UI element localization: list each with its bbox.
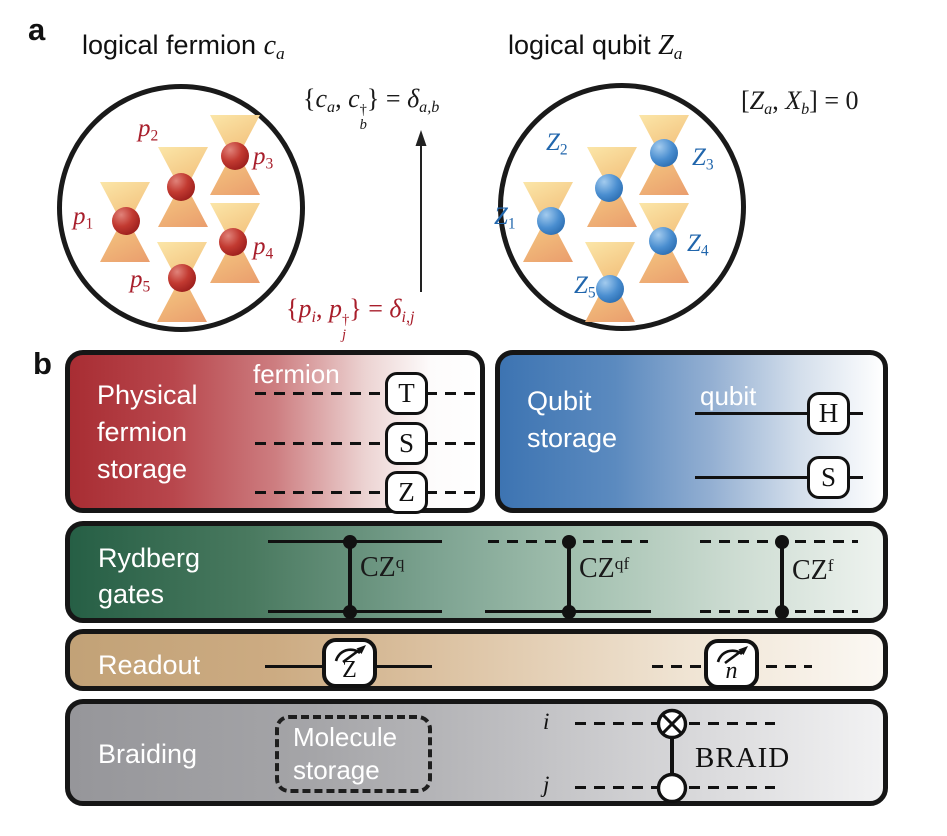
s-gate: S bbox=[807, 456, 850, 499]
qubit-storage-title: Qubit storage bbox=[527, 383, 617, 457]
particle-label: p3 bbox=[253, 143, 274, 173]
braid-control-icon bbox=[656, 772, 688, 804]
mapping-arrow-icon bbox=[415, 130, 427, 292]
fermion-particle-icon bbox=[167, 173, 195, 201]
logical-fermion-circle: p1 p2 p3 p4 p5 bbox=[57, 84, 305, 332]
cz-connector bbox=[567, 541, 571, 612]
fermion-wire bbox=[255, 392, 483, 395]
qubit-wire bbox=[695, 476, 863, 479]
title-line: Physical bbox=[97, 380, 198, 410]
fermion-anticommutator-equation: {pi, p†j} = δi,j bbox=[286, 294, 415, 343]
particle-label: p1 bbox=[73, 203, 94, 233]
czf-gate-label: CZf bbox=[792, 555, 834, 586]
qubit-particle-icon bbox=[595, 174, 623, 202]
qubit-title-text: logical qubit bbox=[508, 30, 651, 60]
fermion-storage-box: Physical fermion storage fermion T S Z bbox=[65, 350, 485, 514]
braid-connector bbox=[670, 724, 674, 788]
title-line: storage bbox=[97, 454, 188, 484]
fermion-title-math: ca bbox=[263, 30, 285, 64]
qubit-label: Z2 bbox=[546, 129, 568, 159]
braiding-title: Braiding bbox=[98, 739, 198, 769]
fermion-particle-icon bbox=[168, 264, 196, 292]
qubit-particle-icon bbox=[596, 275, 624, 303]
title-line: storage bbox=[293, 755, 380, 785]
fermion-circle-title: logical fermion ca bbox=[82, 30, 285, 64]
qubit-label: Z5 bbox=[574, 272, 596, 302]
qubit-wire-label: qubit bbox=[700, 381, 757, 411]
particle-label: p5 bbox=[130, 266, 151, 296]
panel-a-label: a bbox=[28, 12, 46, 47]
qubit-label: Z1 bbox=[494, 203, 516, 233]
title-line: Rydberg bbox=[98, 543, 201, 573]
fermion-particle-icon bbox=[219, 228, 247, 256]
fermion-title-text: logical fermion bbox=[82, 30, 257, 60]
czqf-gate-label: CZqf bbox=[579, 553, 630, 584]
cz-control-dot-icon bbox=[343, 605, 357, 619]
z-gate: Z bbox=[385, 471, 428, 514]
fermion-particle-icon bbox=[221, 142, 249, 170]
wire-j-label: j bbox=[543, 772, 550, 797]
cz-connector bbox=[348, 541, 352, 612]
measurement-meter-icon bbox=[716, 646, 748, 664]
qubit-title-math: Za bbox=[658, 30, 683, 64]
panel-b-label: b bbox=[33, 346, 52, 381]
qubit-particle-icon bbox=[537, 207, 565, 235]
title-line: fermion bbox=[97, 417, 188, 447]
cz-control-dot-icon bbox=[775, 535, 789, 549]
title-line: Qubit bbox=[527, 386, 592, 416]
qubit-particle-icon bbox=[650, 139, 678, 167]
anticommutator-equation: {ca, c†b} = δa,b bbox=[303, 84, 440, 133]
title-line: Molecule bbox=[293, 722, 398, 752]
braid-gate-label: BRAID bbox=[695, 742, 791, 774]
cz-control-dot-icon bbox=[562, 605, 576, 619]
fermion-wire bbox=[255, 491, 483, 494]
cz-control-dot-icon bbox=[562, 535, 576, 549]
qubit-wire bbox=[695, 412, 863, 415]
qubit-label: Z4 bbox=[687, 230, 709, 260]
particle-label: p4 bbox=[253, 233, 274, 263]
title-line: gates bbox=[98, 579, 165, 609]
fermion-particle-icon bbox=[112, 207, 140, 235]
braiding-box: Braiding Molecule storage i j BRAID bbox=[65, 699, 888, 806]
readout-title: Readout bbox=[98, 650, 201, 680]
rydberg-gates-box: Rydberg gates CZq CZqf CZf bbox=[65, 521, 888, 623]
measurement-meter-icon bbox=[334, 645, 366, 663]
commutator-equation: [Za, Xb] = 0 bbox=[741, 86, 859, 118]
qubit-particle-icon bbox=[649, 227, 677, 255]
qubit-storage-box: Qubit storage qubit H S bbox=[495, 350, 888, 513]
qubit-label: Z3 bbox=[692, 144, 714, 174]
fermion-storage-title: Physical fermion storage bbox=[97, 377, 198, 488]
fermion-wire bbox=[255, 442, 483, 445]
n-measurement-gate: n bbox=[704, 639, 759, 689]
cz-connector bbox=[780, 541, 784, 612]
h-gate: H bbox=[807, 392, 850, 435]
title-line: storage bbox=[527, 423, 618, 453]
cz-control-dot-icon bbox=[775, 605, 789, 619]
readout-box: Readout Z n bbox=[65, 629, 888, 691]
fermion-wire-label: fermion bbox=[253, 359, 340, 389]
molecule-storage-box: Molecule storage bbox=[275, 715, 432, 793]
t-gate: T bbox=[385, 372, 428, 415]
wire-i-label: i bbox=[543, 709, 550, 734]
czq-gate-label: CZq bbox=[360, 552, 405, 583]
z-measurement-gate: Z bbox=[322, 638, 377, 688]
s-gate: S bbox=[385, 422, 428, 465]
meter-basis-letter: n bbox=[725, 658, 738, 684]
meter-basis-letter: Z bbox=[342, 657, 357, 683]
particle-label: p2 bbox=[138, 115, 159, 145]
qubit-circle-title: logical qubit Za bbox=[508, 30, 682, 64]
braid-target-icon bbox=[656, 708, 688, 740]
rydberg-title: Rydberg gates bbox=[98, 540, 200, 612]
cz-control-dot-icon bbox=[343, 535, 357, 549]
logical-qubit-circle: Z1 Z2 Z3 Z4 Z5 bbox=[494, 83, 746, 331]
